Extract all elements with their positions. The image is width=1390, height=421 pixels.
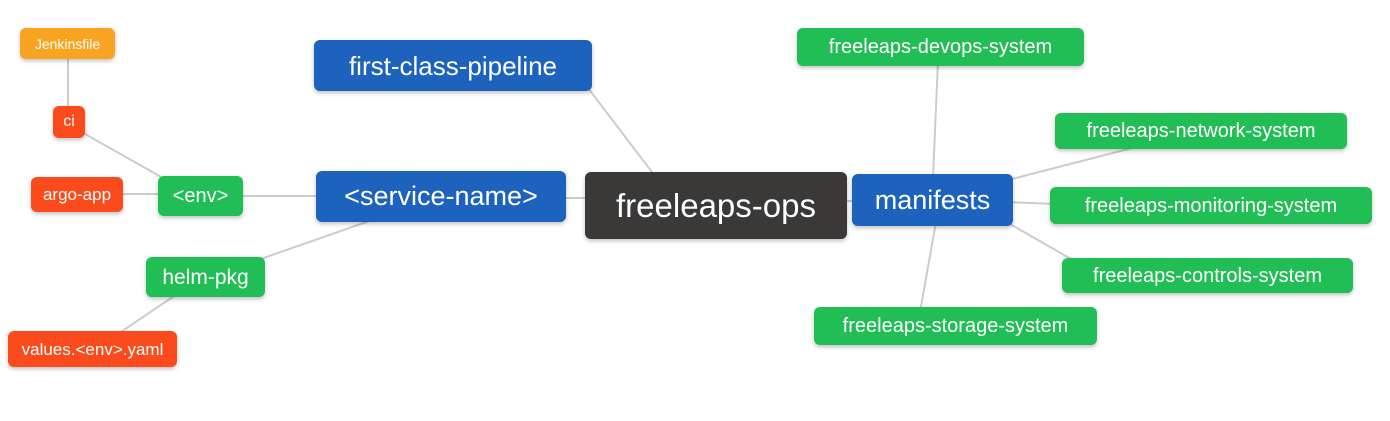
- edge-values-env-yaml-helm-pkg: [111, 291, 181, 339]
- edge-ci-env: [77, 129, 171, 183]
- edge-manifests-storage-system: [919, 221, 937, 313]
- node-service-name[interactable]: <service-name>: [316, 171, 566, 222]
- node-ops[interactable]: freeleaps-ops: [585, 172, 847, 239]
- node-values-env-yaml[interactable]: values.<env>.yaml: [8, 331, 177, 367]
- node-env[interactable]: <env>: [158, 176, 243, 216]
- node-network-system[interactable]: freeleaps-network-system: [1055, 113, 1347, 149]
- edge-manifests-controls-system: [1002, 219, 1079, 264]
- node-argo-app[interactable]: argo-app: [31, 177, 123, 212]
- node-controls-system[interactable]: freeleaps-controls-system: [1062, 258, 1353, 293]
- node-first-class-pipeline[interactable]: first-class-pipeline: [314, 40, 592, 91]
- node-helm-pkg[interactable]: helm-pkg: [146, 257, 265, 297]
- node-devops-system[interactable]: freeleaps-devops-system: [797, 28, 1084, 66]
- edge-helm-pkg-service-name: [254, 218, 376, 262]
- node-jenkinsfile[interactable]: Jenkinsfile: [20, 28, 115, 59]
- node-storage-system[interactable]: freeleaps-storage-system: [814, 307, 1097, 345]
- edge-manifests-monitoring-system: [1007, 201, 1056, 205]
- node-manifests[interactable]: manifests: [852, 174, 1013, 226]
- node-ci[interactable]: ci: [53, 106, 85, 138]
- edge-manifests-network-system: [1007, 145, 1141, 181]
- edge-first-class-pipeline-ops: [587, 87, 656, 177]
- edge-manifests-devops-system: [932, 59, 939, 179]
- node-monitoring-system[interactable]: freeleaps-monitoring-system: [1050, 187, 1372, 224]
